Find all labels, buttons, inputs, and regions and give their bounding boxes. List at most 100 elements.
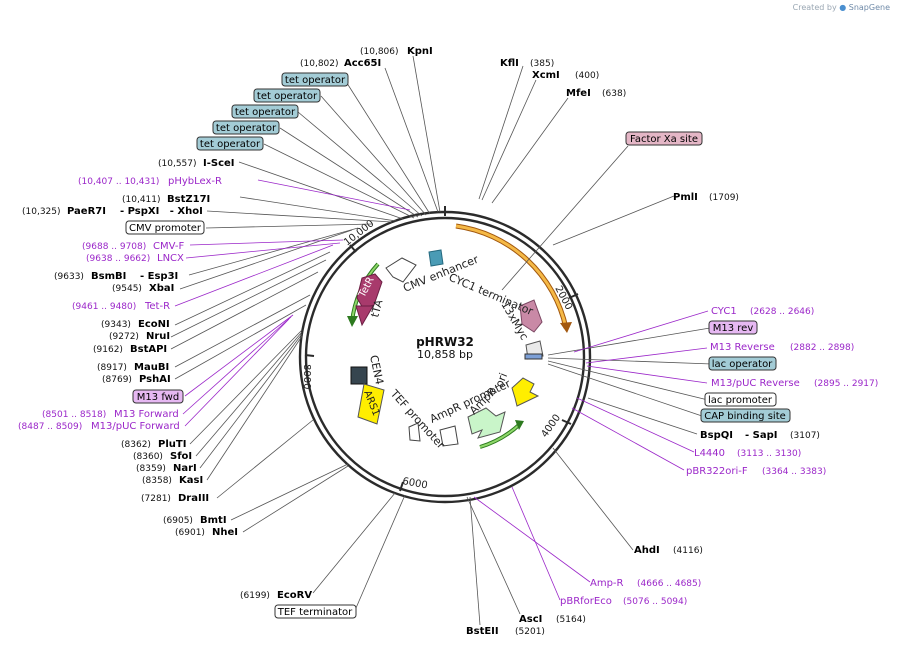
econi-label[interactable]: EcoNI [138, 319, 170, 330]
xbai-label[interactable]: XbaI [149, 283, 174, 294]
tick-8000 [304, 354, 315, 357]
nrui-label[interactable]: NruI [146, 331, 170, 342]
bsmbi-label[interactable]: BsmBI [91, 271, 126, 282]
tet-operator-4[interactable]: tet operator [212, 120, 280, 135]
maubi-label[interactable]: MauBI [134, 362, 169, 373]
paer7i-coord: (10,325) [22, 207, 61, 217]
kasi-label[interactable]: KasI [179, 475, 203, 486]
tick-10000 [349, 244, 357, 253]
pmli-label[interactable]: PmlI [673, 192, 698, 203]
m13-puc-reverse-label[interactable]: M13/pUC Reverse [711, 378, 800, 389]
pluti-coord: (8362) [121, 440, 151, 450]
kpni-coord: (10,806) [360, 47, 399, 57]
bsteii-label[interactable]: BstEII [466, 626, 499, 637]
plasmid-name: pHRW32 [416, 335, 474, 349]
ecorv-label[interactable]: EcoRV [277, 590, 312, 601]
tet-operator-1[interactable]: tet operator [281, 72, 349, 87]
sapi-label[interactable]: - SapI [745, 430, 777, 441]
acc65i-label[interactable]: Acc65I [344, 58, 381, 69]
xcmi-label[interactable]: XcmI [532, 70, 560, 81]
acc65i-coord: (10,802) [300, 59, 339, 69]
kfli-coord: (385) [530, 59, 554, 69]
cyc1-primer-label[interactable]: CYC1 [711, 306, 737, 317]
myc-feature [519, 299, 543, 333]
tetr-primer-coord: (9461 .. 9480) [72, 302, 136, 312]
leader-lines-right-primers [473, 310, 709, 601]
pshai-label[interactable]: PshAI [139, 374, 171, 385]
xcmi-coord: (400) [575, 71, 599, 81]
m13-reverse-label[interactable]: M13 Reverse [710, 342, 775, 353]
nhei-coord: (6901) [175, 528, 205, 538]
scei-coord: (10,557) [158, 159, 197, 169]
tick-2000 [568, 293, 579, 299]
lncx-coord: (9638 .. 9662) [86, 254, 150, 264]
sfoi-label[interactable]: SfoI [170, 451, 192, 462]
kfli-label[interactable]: KflI [500, 58, 519, 69]
ampr-primer-label[interactable]: Amp-R [590, 578, 624, 589]
tef-terminator-box[interactable]: TEF terminator [274, 604, 357, 619]
tet-operator-2[interactable]: tet operator [253, 88, 321, 103]
cyc1-arc-arrowhead [560, 322, 572, 333]
snapgene-brand-name: SnapGene [848, 3, 890, 12]
kpni-label[interactable]: KpnI [407, 46, 433, 57]
lac-operator-box[interactable]: lac operator [708, 356, 777, 371]
nhei-label[interactable]: NheI [212, 527, 238, 538]
cmv-promoter-box[interactable]: CMV promoter [125, 220, 205, 235]
pluti-label[interactable]: PluTI [158, 439, 186, 450]
m13-forward-label[interactable]: M13 Forward [114, 409, 179, 420]
pbr322orif-label[interactable]: pBR322ori-F [686, 466, 748, 477]
ori-arrow [511, 377, 540, 407]
sfoi-coord: (8360) [133, 452, 163, 462]
m13-rev-box[interactable]: M13 rev [708, 320, 758, 335]
ampr-arrow [467, 407, 506, 439]
tick-label-6000: 6000 [401, 476, 428, 491]
tet-operator-3[interactable]: tet operator [231, 104, 299, 119]
lac-promoter-box[interactable]: lac promoter [704, 392, 777, 407]
m13-puc-forward-label[interactable]: M13/pUC Forward [91, 421, 180, 432]
bstz17i-label[interactable]: BstZ17I [167, 194, 210, 205]
tet-operator-4-label: tet operator [216, 123, 277, 134]
bsteii-coord: (5201) [515, 627, 545, 637]
tick-4000 [561, 419, 572, 425]
bmti-label[interactable]: BmtI [200, 515, 227, 526]
leader-lines-left-primers [174, 179, 411, 427]
tet-operator-5[interactable]: tet operator [196, 136, 264, 151]
created-by-text: Created by [792, 3, 837, 12]
scei-label[interactable]: I-SceI [203, 158, 235, 169]
lncx-label[interactable]: LNCX [157, 253, 184, 264]
bspqi-label[interactable]: BspQI [700, 430, 733, 441]
ampr-arc-arrowhead [515, 420, 524, 430]
bstapi-label[interactable]: BstAPI [130, 344, 167, 355]
kasi-coord: (8358) [142, 476, 172, 486]
asci-label[interactable]: AscI [519, 614, 542, 625]
pbrforeco-label[interactable]: pBRforEco [560, 596, 612, 607]
paer7i-label[interactable]: PaeR7I [67, 206, 106, 217]
ahdi-label[interactable]: AhdI [634, 545, 660, 556]
factor-xa-site-box[interactable]: Factor Xa site [625, 131, 703, 146]
cen4-label: CEN4 [367, 354, 386, 386]
tetr-primer-label[interactable]: Tet-R [144, 301, 170, 312]
cap-binding-site-box[interactable]: CAP binding site [700, 408, 791, 423]
snapgene-branding: Created by ● SnapGene [793, 3, 890, 12]
pspxi-xhoi-label[interactable]: - PspXI - XhoI [120, 206, 203, 217]
m13-puc-forward-coord: (8487 .. 8509) [18, 422, 82, 432]
lac-region-marker [524, 353, 543, 360]
m13-reverse-coord: (2882 .. 2898) [790, 343, 854, 353]
draiii-label[interactable]: DraIII [178, 493, 209, 504]
maubi-coord: (8917) [97, 363, 127, 373]
bstz17i-coord: (10,411) [122, 195, 161, 205]
esp3i-label[interactable]: - Esp3I [140, 271, 178, 282]
m13-fwd-box[interactable]: M13 fwd [132, 389, 184, 404]
tef-terminator-label: TEF terminator [277, 607, 353, 618]
bspqi-coord: (3107) [790, 431, 820, 441]
tick-6000 [399, 481, 404, 492]
pmli-coord: (1709) [709, 193, 739, 203]
l4440-label[interactable]: L4440 [694, 448, 725, 459]
nari-label[interactable]: NarI [173, 463, 197, 474]
cmvf-label[interactable]: CMV-F [153, 241, 184, 252]
ori-label: ori [493, 371, 510, 389]
ars1-block [357, 383, 385, 425]
mfei-label[interactable]: MfeI [566, 88, 591, 99]
phyblexr-label[interactable]: pHybLex-R [168, 176, 222, 187]
